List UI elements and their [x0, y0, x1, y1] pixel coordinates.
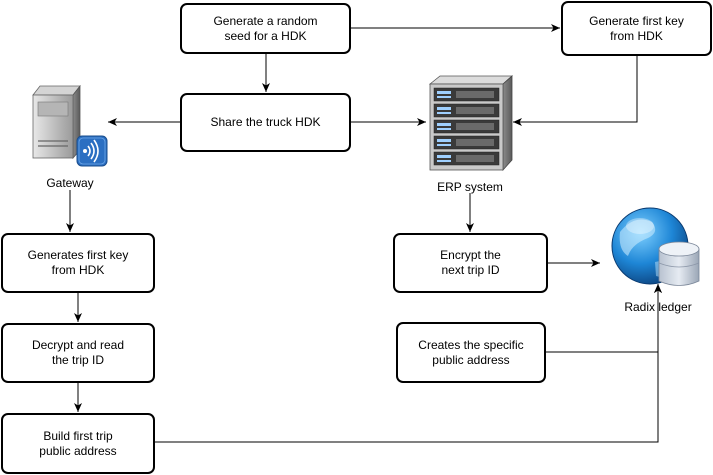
gateway-server-icon	[32, 84, 81, 160]
connectors	[66, 24, 662, 443]
share-truck-hdk-box: Share the truck HDK	[180, 93, 351, 152]
arrow-creates-to-radix	[545, 284, 662, 353]
generate-first-key-box: Generate first key from HDK	[561, 1, 712, 56]
globe-database-icon	[611, 207, 700, 286]
gateway-label: Gateway	[46, 176, 94, 190]
erp-system-label: ERP system	[437, 180, 503, 194]
encrypt-next-trip-box: Encrypt the next trip ID	[393, 233, 548, 293]
erp-server-rack-icon	[428, 75, 514, 172]
build-first-trip-box: Build first trip public address	[1, 413, 155, 474]
generate-seed-box: Generate a random seed for a HDK	[180, 3, 351, 54]
wireless-badge-icon	[76, 135, 108, 167]
radix-ledger-label: Radix ledger	[624, 300, 692, 314]
generates-first-key-box: Generates first key from HDK	[1, 233, 155, 293]
arrow-build-to-radix	[154, 284, 662, 443]
decrypt-read-trip-box: Decrypt and read the trip ID	[1, 323, 155, 383]
creates-public-address-box: Creates the specific public address	[396, 322, 546, 383]
arrow-firstkey-to-erp	[513, 55, 638, 126]
